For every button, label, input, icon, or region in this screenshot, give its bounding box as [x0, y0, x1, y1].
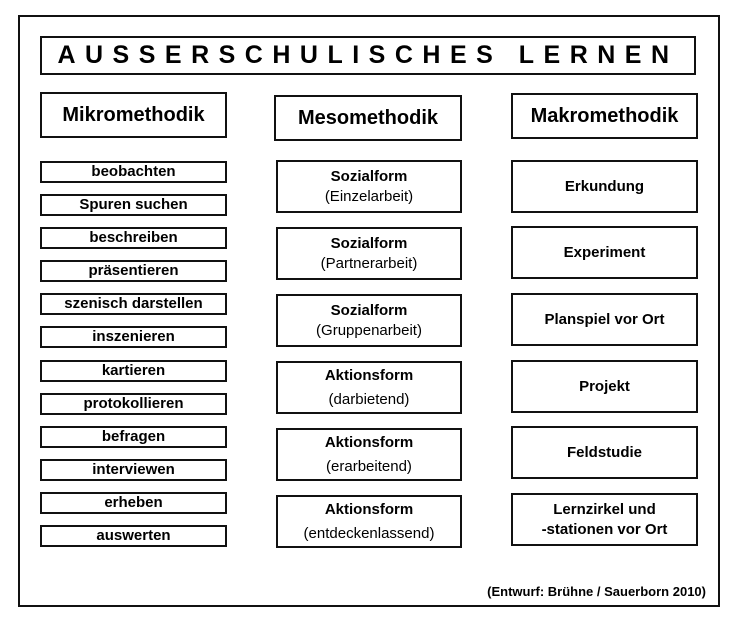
- mikro-item-spuren-suchen: Spuren suchen: [40, 194, 227, 216]
- meso-item-aktionsform-darbietend: Aktionsform (darbietend): [276, 361, 462, 414]
- makro-item-label: Planspiel vor Ort: [544, 310, 665, 328]
- mikro-item-praesentieren: präsentieren: [40, 260, 227, 282]
- meso-item-sub: (erarbeitend): [326, 457, 412, 475]
- mikro-item-szenisch-darstellen: szenisch darstellen: [40, 293, 227, 315]
- makro-item-feldstudie: Feldstudie: [511, 426, 698, 479]
- mikro-item-auswerten: auswerten: [40, 525, 227, 547]
- makro-item-lernzirkel: Lernzirkel und -stationen vor Ort: [511, 493, 698, 546]
- header-makromethodik: Makromethodik: [511, 93, 698, 139]
- mikro-item-protokollieren: protokollieren: [40, 393, 227, 415]
- makro-item-experiment: Experiment: [511, 226, 698, 279]
- makro-item-label: Experiment: [563, 243, 646, 261]
- meso-item-sub: (darbietend): [328, 390, 410, 408]
- diagram-frame: [18, 15, 720, 607]
- makro-item-label-line2: -stationen vor Ort: [541, 520, 668, 538]
- makro-item-label: Projekt: [579, 377, 630, 395]
- mikro-item-interviewen: interviewen: [40, 459, 227, 481]
- makro-item-planspiel-vor-ort: Planspiel vor Ort: [511, 293, 698, 346]
- makro-item-label: Feldstudie: [566, 443, 642, 461]
- header-mikromethodik-label: Mikromethodik: [62, 103, 205, 126]
- makro-item-erkundung: Erkundung: [511, 160, 698, 213]
- meso-item-main: Aktionsform: [324, 366, 414, 384]
- header-mikromethodik: Mikromethodik: [40, 92, 227, 138]
- meso-item-main: Aktionsform: [324, 433, 414, 451]
- makro-item-label-line1: Lernzirkel und: [553, 500, 656, 518]
- makro-item-label: Erkundung: [564, 177, 645, 195]
- meso-item-main: Sozialform: [330, 167, 408, 185]
- meso-item-sozialform-partnerarbeit: Sozialform (Partnerarbeit): [276, 227, 462, 280]
- meso-item-main: Sozialform: [330, 234, 408, 252]
- mikro-item-kartieren: kartieren: [40, 360, 227, 382]
- header-makromethodik-label: Makromethodik: [530, 104, 679, 127]
- meso-item-sozialform-gruppenarbeit: Sozialform (Gruppenarbeit): [276, 294, 462, 347]
- meso-item-aktionsform-entdeckenlassend: Aktionsform (entdeckenlassend): [276, 495, 462, 548]
- header-mesomethodik-label: Mesomethodik: [297, 106, 439, 129]
- meso-item-sozialform-einzelarbeit: Sozialform (Einzelarbeit): [276, 160, 462, 213]
- mikro-item-inszenieren: inszenieren: [40, 326, 227, 348]
- meso-item-aktionsform-erarbeitend: Aktionsform (erarbeitend): [276, 428, 462, 481]
- mikro-item-beobachten: beobachten: [40, 161, 227, 183]
- meso-item-sub: (Partnerarbeit): [320, 254, 418, 272]
- meso-item-sub: (Einzelarbeit): [324, 187, 414, 205]
- meso-item-sub: (Gruppenarbeit): [316, 321, 422, 339]
- diagram-title: AUSSERSCHULISCHES LERNEN: [40, 36, 696, 75]
- meso-item-sub: (entdeckenlassend): [303, 524, 435, 542]
- credit-note: (Entwurf: Brühne / Sauerborn 2010): [487, 584, 706, 599]
- meso-item-main: Aktionsform: [324, 500, 414, 518]
- header-mesomethodik: Mesomethodik: [274, 95, 462, 141]
- meso-item-main: Sozialform: [330, 301, 408, 319]
- mikro-item-erheben: erheben: [40, 492, 227, 514]
- mikro-item-beschreiben: beschreiben: [40, 227, 227, 249]
- mikro-item-befragen: befragen: [40, 426, 227, 448]
- makro-item-projekt: Projekt: [511, 360, 698, 413]
